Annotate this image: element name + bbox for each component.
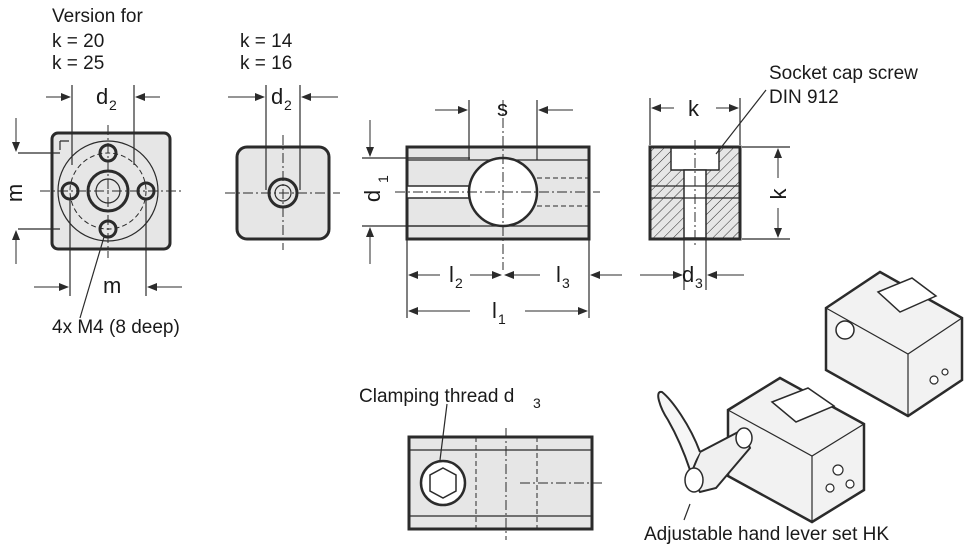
clamping-thread-subscript: 3 [533,395,541,411]
isometric-block-upper [824,270,964,418]
d2-left-label: d [96,84,108,109]
d1-label: d [360,190,385,202]
section-view [640,89,790,290]
socket-screw-line2: DIN 912 [769,87,839,108]
front-view-large [12,85,182,319]
holes-note: 4x M4 (8 deep) [52,317,180,338]
k16-label: k = 16 [240,53,292,74]
front-view-small [225,85,340,250]
side-view [362,100,622,318]
k-top-label: k [688,96,700,121]
d2-mid-subscript: 2 [284,97,292,113]
l2-subscript: 2 [455,275,463,291]
hand-lever-label: Adjustable hand lever set HK [644,524,889,545]
d2-mid-label: d [271,84,283,109]
l3-label: l [556,262,561,287]
clamping-thread-label: Clamping thread d [359,386,514,407]
d3-label: d [682,262,694,287]
d2-left-subscript: 2 [109,97,117,113]
s-label: s [497,96,508,121]
l1-subscript: 1 [498,311,506,327]
clamping-thread-view [407,403,604,540]
isometric-block-with-lever [657,376,866,524]
k20-label: k = 20 [52,31,104,52]
version-for-label: Version for [52,6,143,27]
m-vertical-label: m [2,184,27,202]
socket-screw-line1: Socket cap screw [769,63,918,84]
l1-label: l [492,298,497,323]
l3-subscript: 3 [562,275,570,291]
l2-label: l [449,262,454,287]
d1-subscript: 1 [375,175,391,183]
k25-label: k = 25 [52,53,104,74]
k14-label: k = 14 [240,31,293,52]
d3-subscript: 3 [695,275,703,291]
k-side-label: k [766,188,791,200]
m-horizontal-label: m [103,273,121,298]
